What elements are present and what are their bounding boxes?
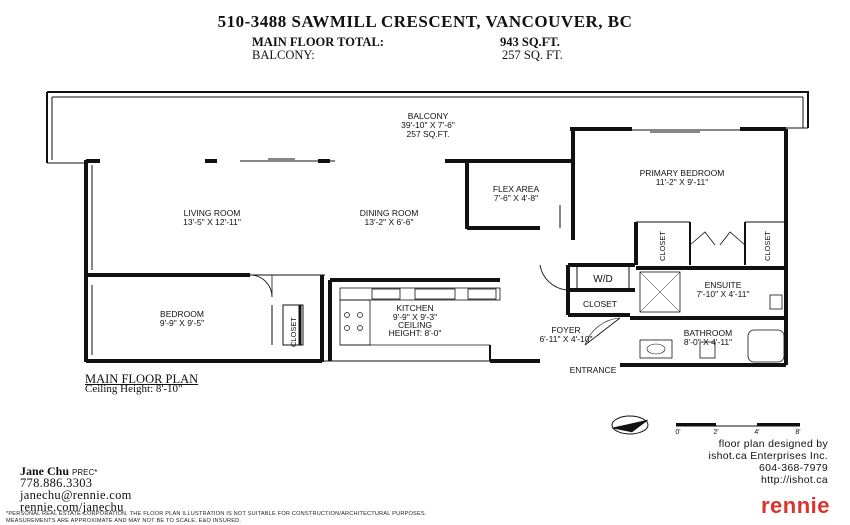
bathroom-label: BATHROOM	[684, 328, 732, 338]
bathroom-dims: 8'-0" X 4'-11"	[684, 337, 732, 347]
primary-closet-left-label: CLOSET	[658, 231, 667, 261]
balcony-area: 257 SQ.FT.	[407, 129, 450, 139]
plan-title: MAIN FLOOR PLAN	[85, 372, 199, 386]
disclaimer-line-2: MEASUREMENTS ARE APPROXIMATE AND MAY NOT…	[6, 518, 242, 524]
ensuite-dims: 7'-10" X 4'-11"	[696, 289, 749, 299]
agent-name-text: Jane Chu	[20, 464, 70, 478]
balcony-total-label: BALCONY:	[252, 48, 315, 62]
main-floor-total-label: MAIN FLOOR TOTAL:	[252, 35, 384, 49]
flex-area-dims: 7'-6" X 4'-8"	[494, 193, 538, 203]
agent-title: PREC*	[72, 468, 98, 477]
kitchen-ceiling-height: HEIGHT: 8'-0"	[389, 328, 442, 338]
bedroom-label: BEDROOM	[160, 309, 204, 319]
scale-tick-8: 8'	[795, 429, 800, 436]
flex-area-label: FLEX AREA	[493, 184, 540, 194]
kitchen-ceiling: CEILING	[398, 320, 432, 330]
credit-website[interactable]: http://ishot.ca	[761, 474, 828, 486]
living-room-label: LIVING ROOM	[184, 208, 241, 218]
scale-tick-2: 2'	[713, 429, 718, 436]
balcony-dims: 39'-10" X 7'-6"	[401, 120, 455, 130]
washer-dryer-label: W/D	[593, 274, 612, 285]
foyer-dims: 6'-11" X 4'-10"	[539, 334, 592, 344]
kitchen-label: KITCHEN	[396, 303, 433, 313]
foyer-label: FOYER	[551, 325, 580, 335]
scale-bar	[676, 423, 800, 427]
bedroom-closet-label: CLOSET	[289, 317, 298, 347]
north-arrow-icon	[611, 415, 649, 435]
disclaimer-line-1: *PERSONAL REAL ESTATE CORPORATION. THE F…	[6, 511, 427, 517]
primary-bedroom-label: PRIMARY BEDROOM	[640, 168, 725, 178]
dining-room-label: DINING ROOM	[360, 208, 419, 218]
agent-website[interactable]: rennie.com/janechu	[20, 500, 124, 514]
agent-email[interactable]: janechu@rennie.com	[20, 488, 132, 502]
balcony-total-value: 257 SQ. FT.	[502, 48, 563, 62]
scale-tick-0: 0'	[675, 429, 680, 436]
primary-closet-right-label: CLOSET	[763, 231, 772, 261]
foyer-closet-label: CLOSET	[583, 299, 617, 309]
agent-phone[interactable]: 778.886.3303	[20, 476, 93, 490]
floor-plan-walls	[46, 91, 809, 367]
rennie-logo: rennie	[760, 493, 830, 518]
property-address: 510-3488 SAWMILL CRESCENT, VANCOUVER, BC	[217, 12, 633, 31]
credit-line-2: ishot.ca Enterprises Inc.	[708, 450, 828, 462]
plan-ceiling-height: Ceiling Height: 8'-10"	[85, 383, 183, 395]
balcony-label: BALCONY	[408, 111, 449, 121]
ensuite-label: ENSUITE	[705, 280, 742, 290]
agent-name: Jane Chu PREC*	[20, 464, 97, 479]
main-floor-total-value: 943 SQ.FT.	[500, 35, 560, 49]
entrance-label: ENTRANCE	[570, 365, 617, 375]
credit-phone: 604-368-7979	[759, 462, 828, 474]
dining-room-dims: 13'-2" X 6'-6"	[365, 217, 414, 227]
primary-bedroom-dims: 11'-2" X 9'-11"	[656, 177, 708, 187]
credit-line-1: floor plan designed by	[718, 438, 828, 450]
living-room-dims: 13'-5" X 12'-11"	[183, 217, 241, 227]
kitchen-dims: 9'-9" X 9'-3"	[393, 312, 437, 322]
bedroom-dims: 9'-9" X 9'-5"	[160, 318, 204, 328]
scale-tick-4: 4'	[754, 429, 759, 436]
